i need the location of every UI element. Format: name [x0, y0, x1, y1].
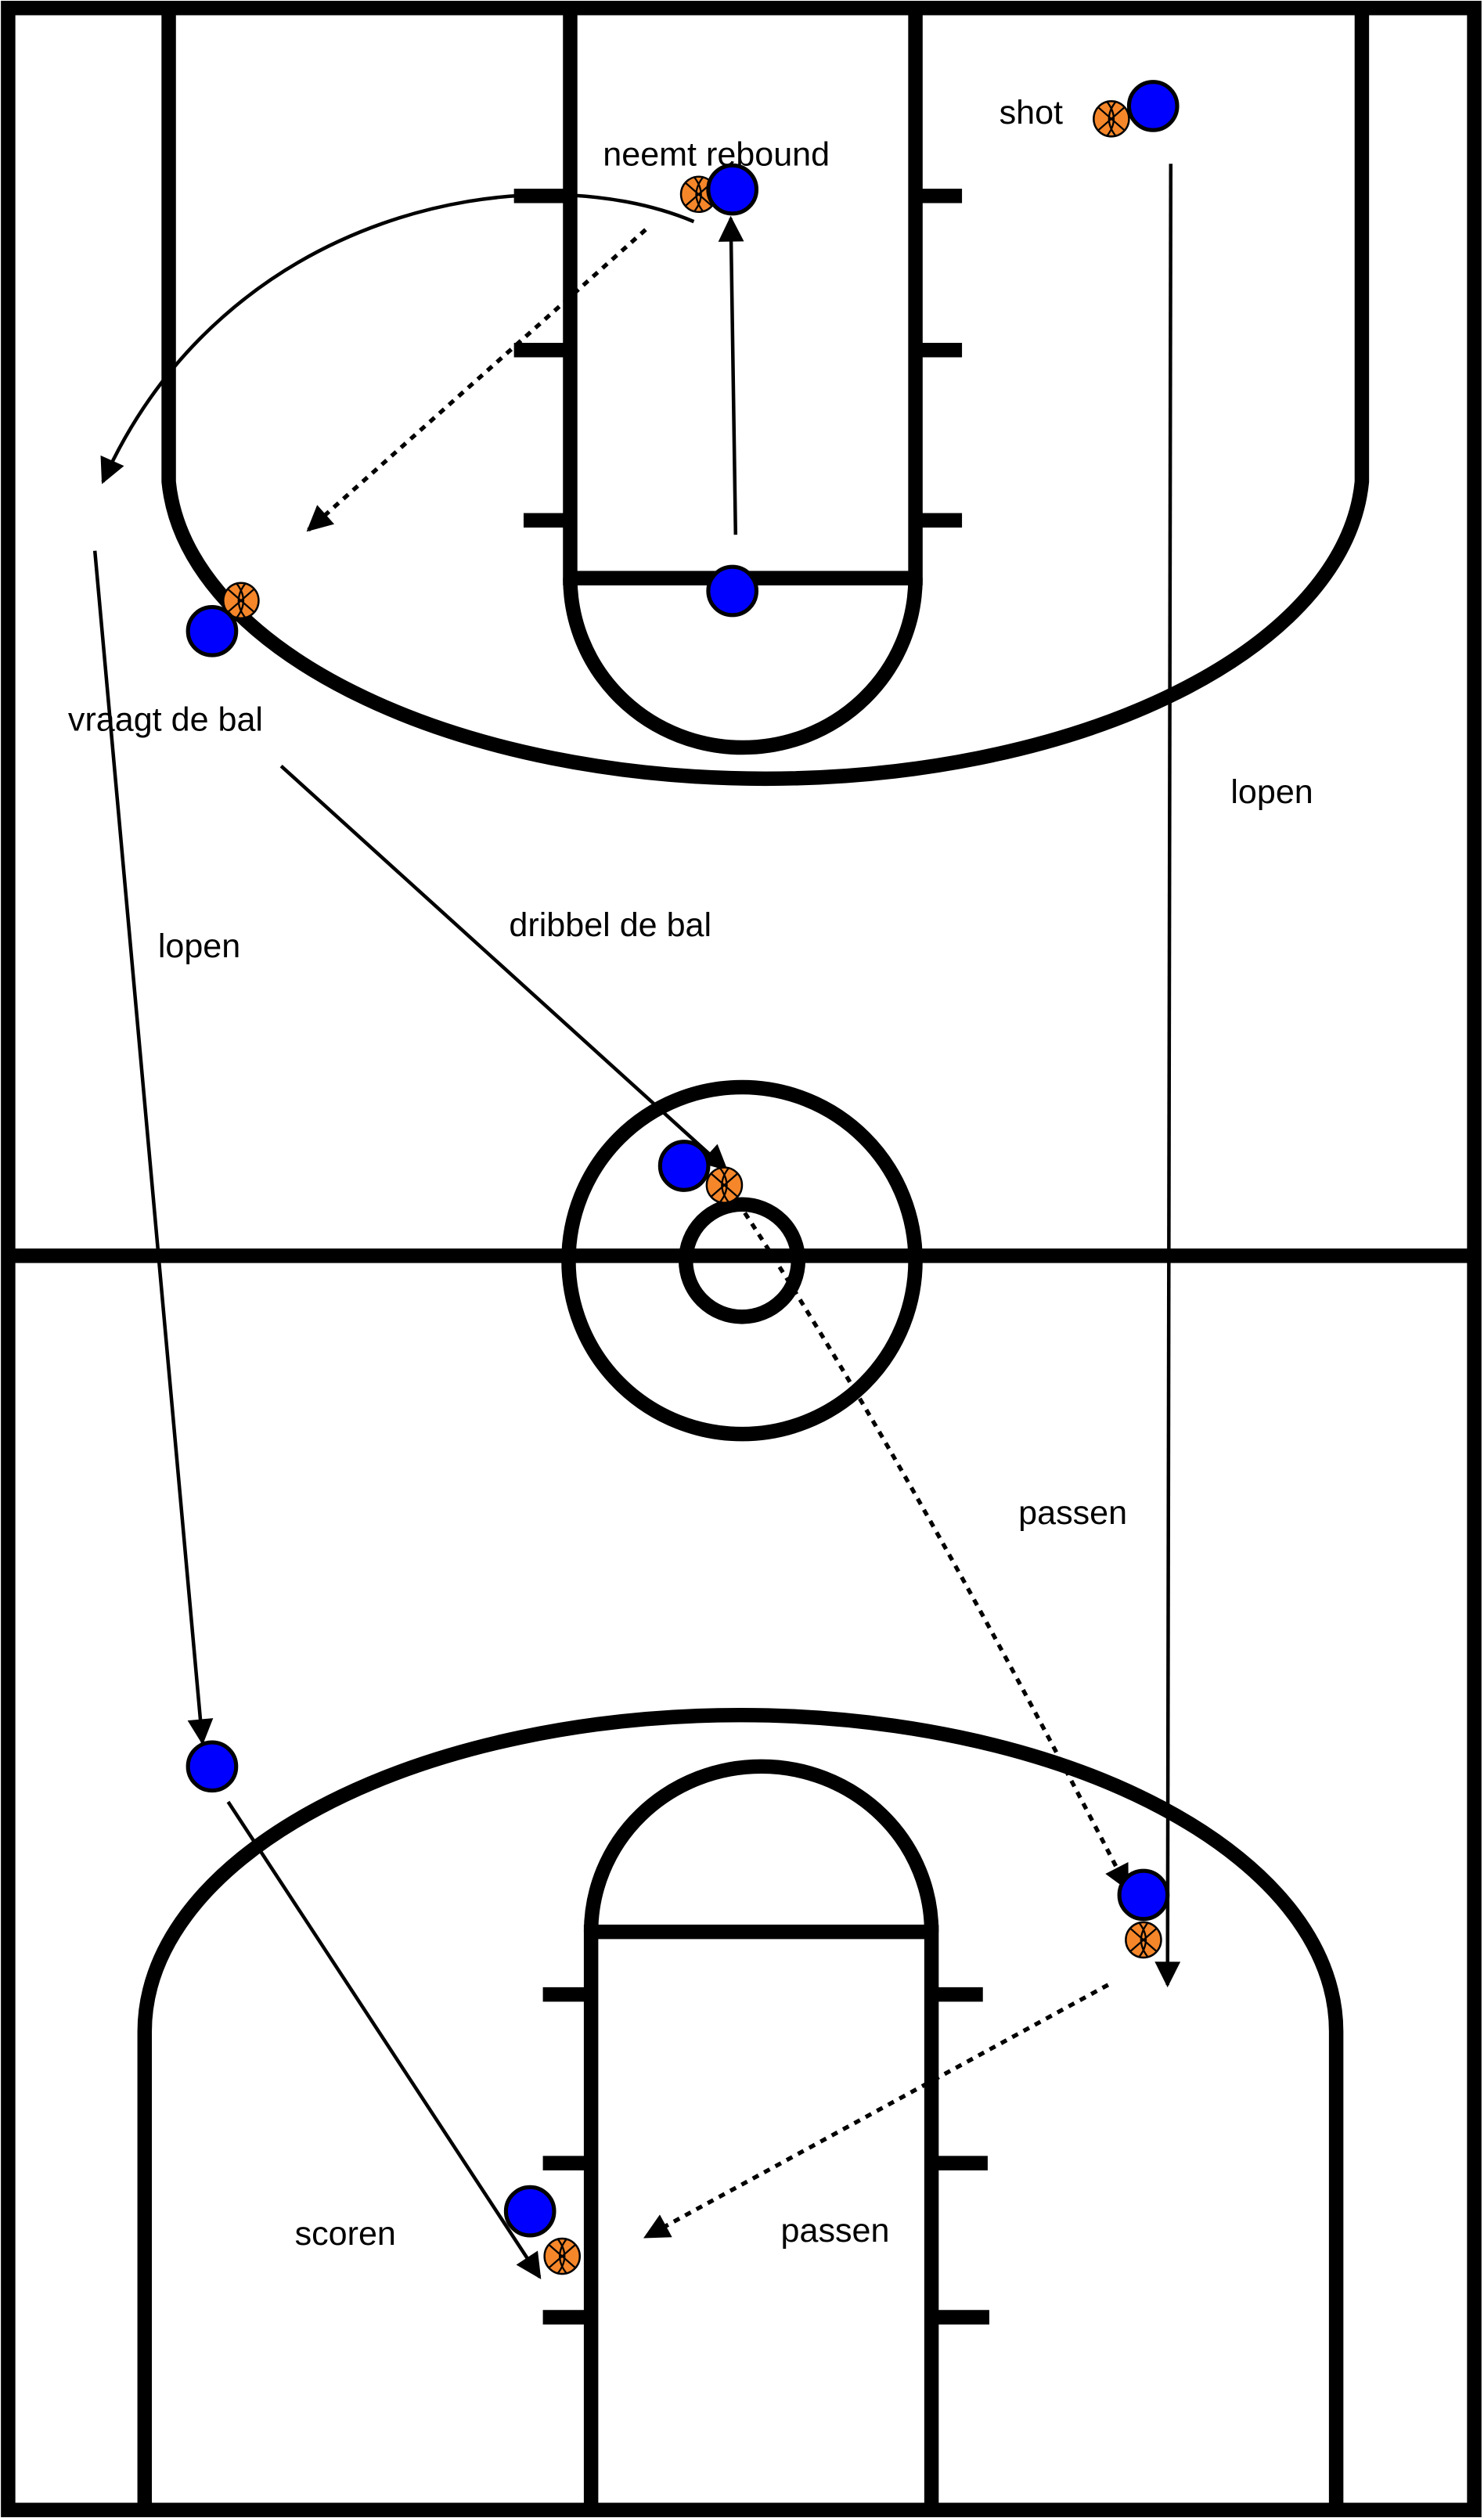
three-point-line-bottom: [137, 1707, 1344, 2505]
label-neemt-rebound: neemt rebound: [603, 135, 830, 173]
player-wing-ask-ball: [186, 604, 239, 657]
dribble-arrow: [279, 764, 728, 1171]
player-shooter: [1126, 80, 1180, 132]
label-lopen-right: lopen: [1230, 773, 1313, 811]
player-scorer: [503, 2185, 556, 2238]
label-scoren: scoren: [295, 2215, 396, 2253]
basketball-icon: [1093, 100, 1130, 138]
label-passen-low: passen: [781, 2212, 890, 2250]
basketball-icon: [1125, 1921, 1162, 1959]
player-free-throw-line: [706, 564, 759, 618]
pass-arrow-wing: [729, 1190, 1129, 1891]
label-dribbel-de-bal: dribbel de bal: [509, 906, 711, 944]
move-arrow-to-rebound: [718, 215, 744, 535]
player-right-wing: [1117, 1868, 1170, 1922]
lane-hash-marks-bottom: [542, 1987, 989, 2325]
player-rebounder: [706, 163, 759, 216]
key-top: [563, 13, 923, 585]
move-arrow-curve-left: [100, 193, 695, 485]
arrows: [92, 164, 1181, 2279]
basketball-icon: [222, 582, 260, 620]
basketball-icon: [705, 1166, 744, 1204]
player-center-dribble: [657, 1140, 711, 1192]
label-lopen-left: lopen: [158, 928, 240, 965]
move-arrow-run-left: [92, 550, 214, 1745]
center-circle-inner: [678, 1197, 806, 1324]
pass-arrow-inside: [643, 1983, 1110, 2239]
move-arrow-cut: [226, 1800, 542, 2279]
label-passen-mid: passen: [1018, 1494, 1127, 1532]
free-throw-semicircle-top: [563, 578, 923, 755]
pass-arrow-outlet: [306, 228, 647, 532]
label-shot: shot: [1000, 94, 1063, 131]
center-circle-outer: [561, 1079, 923, 1442]
labels: neemt rebound shot vraagt de bal lopen d…: [68, 94, 1313, 2253]
free-throw-semicircle-bottom: [583, 1759, 939, 1933]
move-arrow-run-right: [1154, 164, 1181, 1988]
basketball-icon: [543, 2237, 582, 2275]
lane-hash-marks-top: [513, 189, 963, 528]
key-bottom: [583, 1924, 939, 2505]
label-vraagt-de-bal: vraagt de bal: [68, 701, 263, 739]
three-point-line-top: [161, 13, 1370, 787]
player-left-runner: [186, 1740, 239, 1793]
players: [186, 80, 1180, 2238]
